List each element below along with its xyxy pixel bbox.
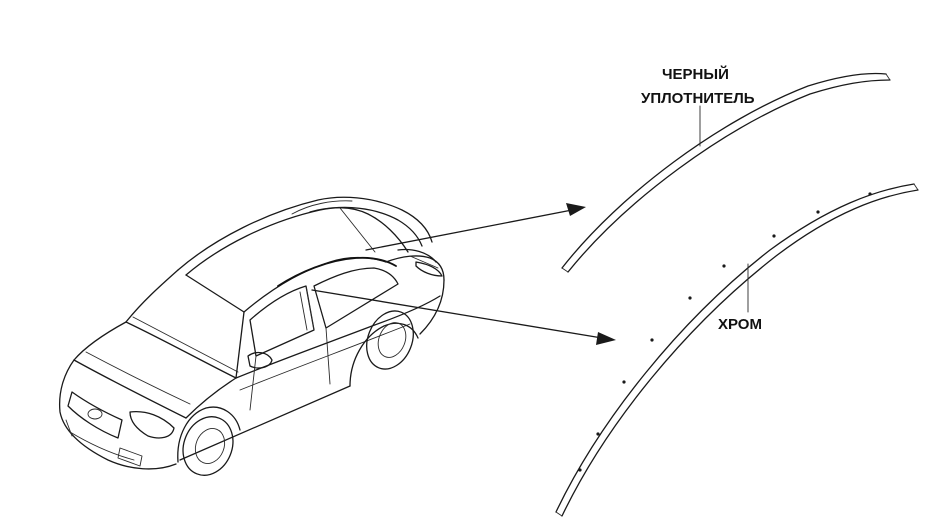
black-seal-strip <box>561 72 891 273</box>
label-black-seal-line2: УПЛОТНИТЕЛЬ <box>641 90 755 107</box>
label-black-seal-line1: ЧЕРНЫЙ <box>662 66 729 83</box>
arrow-to-black-seal <box>365 203 586 251</box>
label-chrome: ХРОМ <box>718 316 762 333</box>
arrow-to-chrome-strip <box>311 289 616 345</box>
chrome-strip <box>555 183 919 517</box>
sedan-car-illustration <box>58 196 445 476</box>
